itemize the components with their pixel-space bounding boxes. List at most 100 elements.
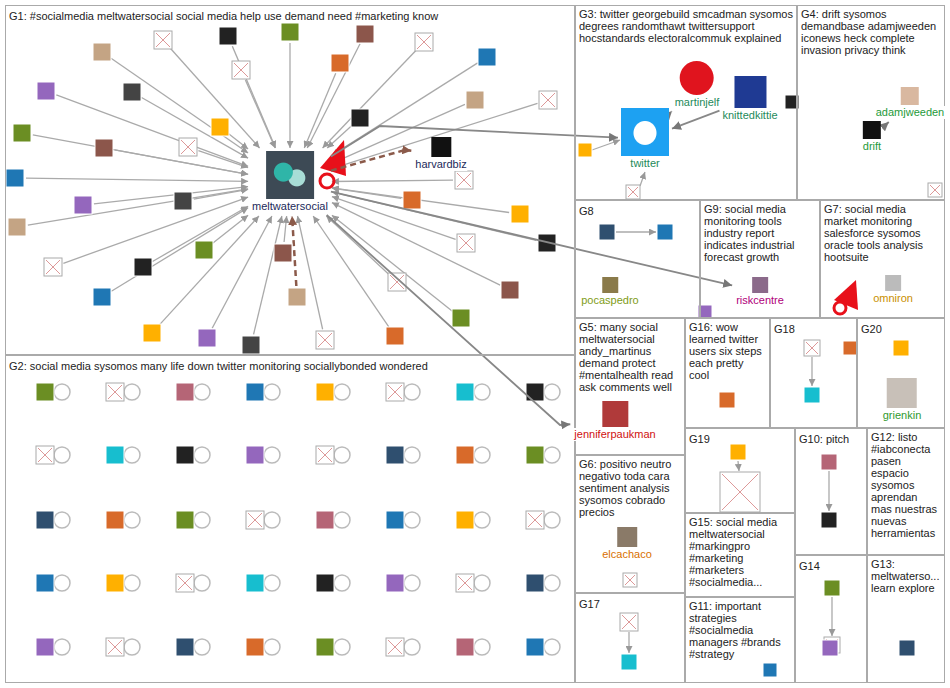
edge-connector	[884, 122, 889, 126]
account-vertex: riskcentre	[735, 277, 785, 307]
self-loop	[54, 639, 70, 655]
group-panel: jenniferpaukman G5: many social meltwater…	[575, 318, 685, 455]
avatar-icon	[36, 638, 54, 656]
red-marker	[320, 174, 334, 188]
group-label: G11: important strategies #socialmedia m…	[689, 600, 791, 660]
tie-line	[307, 44, 360, 148]
avatar-icon	[13, 124, 31, 142]
avatar-icon	[843, 341, 857, 355]
avatar-icon	[331, 54, 349, 72]
avatar-icon	[386, 511, 404, 529]
avatar-icon	[526, 446, 544, 464]
group-panel: elcachacoG6: positivo neutro negativo to…	[575, 455, 685, 593]
group-panel: grienkinG20	[857, 318, 945, 428]
self-loop	[404, 575, 420, 591]
group-label: G16: wow learned twitter users six steps…	[689, 321, 766, 381]
missing-image	[232, 61, 250, 79]
avatar-icon	[93, 43, 111, 61]
missing-image	[620, 613, 638, 631]
self-loop	[264, 384, 280, 400]
avatar-icon	[893, 340, 909, 356]
self-loop	[544, 575, 560, 591]
avatar-icon	[219, 27, 237, 45]
tie-line	[232, 46, 275, 148]
avatar-icon	[657, 224, 673, 240]
tie-line	[828, 471, 829, 511]
group-label: G13: meltwaterso... learn explore	[871, 558, 941, 594]
avatar-icon	[452, 309, 470, 327]
self-loop	[54, 447, 70, 463]
avatar-icon	[198, 329, 216, 347]
group-label: G17	[579, 598, 600, 610]
tie-line	[326, 216, 389, 274]
group-label: G9: social media monitoring tools indust…	[704, 203, 816, 263]
avatar-icon	[316, 574, 334, 592]
avatar-icon	[106, 574, 124, 592]
avatar-icon	[266, 151, 314, 199]
self-loop	[334, 512, 350, 528]
group-label: G18	[774, 323, 795, 335]
avatar-icon	[176, 446, 194, 464]
vertex-label: meltwatersocial	[251, 200, 329, 213]
avatar-icon	[246, 638, 264, 656]
missing-image	[46, 260, 60, 274]
missing-image	[458, 576, 472, 590]
avatar-icon	[578, 143, 592, 157]
avatar-icon	[316, 383, 334, 401]
self-loop	[194, 447, 210, 463]
tie-line	[298, 216, 323, 329]
tie-line	[332, 180, 453, 181]
group-panel: martinjelfknittedkittietwitterG3: twitte…	[575, 5, 797, 200]
missing-image	[628, 187, 638, 197]
missing-image	[234, 63, 248, 77]
tie-line	[628, 632, 629, 653]
tie-line	[198, 151, 248, 168]
missing-image	[415, 33, 433, 51]
tie-line	[292, 216, 296, 286]
missing-image	[178, 576, 192, 590]
missing-image	[930, 185, 940, 195]
self-loop	[544, 384, 560, 400]
tie-line	[26, 178, 248, 181]
avatar-icon	[599, 224, 615, 240]
avatar-icon	[176, 383, 194, 401]
self-loop	[544, 447, 560, 463]
missing-image	[246, 511, 264, 529]
self-loop	[474, 512, 490, 528]
group-label: G5: many social meltwatersocial andy_mar…	[579, 321, 681, 393]
tie-line	[153, 206, 249, 261]
group-panel: meltwatersocialharvardbizG1: #socialmedi…	[5, 5, 575, 355]
missing-image	[928, 183, 942, 197]
avatar-icon	[822, 640, 838, 656]
self-loop	[544, 512, 560, 528]
edge-connector	[671, 110, 673, 112]
vertex-label: harvardbiz	[414, 158, 467, 171]
group-label: G19	[689, 433, 710, 445]
self-loop	[124, 639, 140, 655]
avatar-icon	[106, 446, 124, 464]
missing-image	[722, 474, 758, 510]
missing-image	[528, 513, 542, 527]
missing-image	[459, 236, 473, 250]
group-panel: omnironG7: social media market monitorin…	[820, 200, 945, 318]
missing-image	[720, 472, 760, 512]
account-vertex: jenniferpaukman	[573, 401, 656, 441]
vertex-label: jenniferpaukman	[573, 428, 656, 441]
avatar-icon	[526, 383, 544, 401]
self-loop	[404, 512, 420, 528]
avatar-icon	[74, 196, 92, 214]
avatar-icon	[242, 336, 260, 354]
group-panel: G16: wow learned twitter users six steps…	[685, 318, 770, 428]
avatar-icon	[36, 383, 54, 401]
account-vertex: martinjelf	[674, 61, 721, 109]
missing-image	[386, 383, 404, 401]
self-loop	[54, 575, 70, 591]
missing-image	[417, 35, 431, 49]
missing-image	[623, 573, 637, 587]
avatar-icon	[176, 638, 194, 656]
account-vertex: twitter	[621, 108, 669, 170]
avatar-icon	[386, 327, 404, 345]
missing-image	[318, 333, 332, 347]
self-loop	[124, 575, 140, 591]
avatar-icon	[456, 383, 474, 401]
